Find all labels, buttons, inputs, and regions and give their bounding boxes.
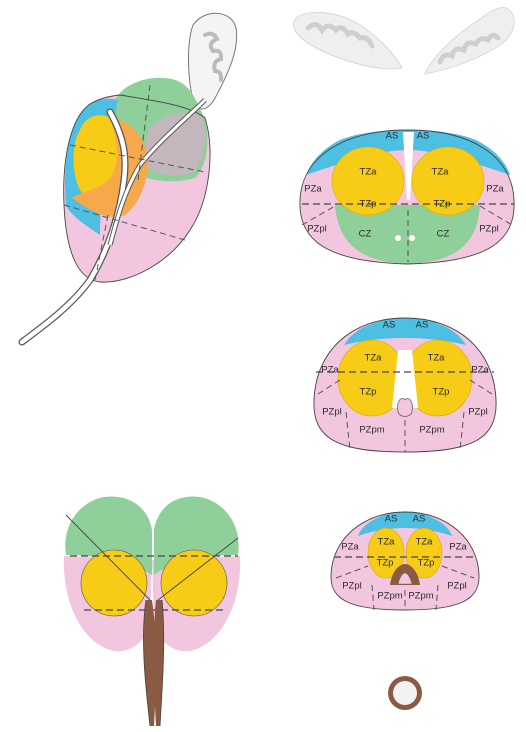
base-anterior-stroma (306, 130, 510, 175)
apex-peripheral-zone (330, 512, 480, 610)
mid-label-pzpl-right: PZpl (468, 407, 488, 418)
apex-dash-left (335, 565, 369, 579)
apex-label-tza-left: TZa (378, 537, 396, 548)
base-tz-right (411, 146, 485, 216)
mid-label-pzpm-left: PZpm (359, 425, 384, 436)
base-dash-left (301, 205, 336, 226)
base-label-pzpl-right: PZpl (479, 224, 499, 235)
sagittal-dash-2 (63, 204, 186, 241)
base-label-tzp-left: TZp (360, 199, 377, 210)
mid-label-tzp-left: TZp (360, 387, 377, 398)
seminal-vesicle-right-coils (437, 32, 501, 65)
apex-label-pza-right: PZa (449, 542, 467, 553)
base-label-pza-left: PZa (304, 184, 322, 195)
mid-verumontanum (397, 398, 413, 417)
apex-label-tzp-right: TZp (418, 558, 435, 569)
seminal-vesicle-coils (203, 31, 224, 82)
sagittal-dash-4 (94, 214, 109, 281)
seminal-vesicle-left-coils (305, 22, 375, 49)
apex-label-pzpl-right: PZpl (447, 581, 467, 592)
mid-label-as-left: AS (383, 320, 396, 331)
apex-label-tza-right: TZa (416, 537, 434, 548)
base-duct-left (395, 235, 401, 241)
apex-tz-right (405, 527, 443, 579)
apex-tz-left (367, 527, 405, 579)
coronal-duct-edges (143, 599, 165, 727)
base-label-tzp-right: TZp (434, 199, 451, 210)
apex-dash-pm-left (371, 584, 375, 611)
mid-dash-right (469, 379, 493, 395)
sagittal-outline (63, 94, 211, 283)
base-label-tza-left: TZa (360, 167, 378, 178)
base-label-cz-right: CZ (437, 229, 450, 240)
urethra-ring-inner (393, 681, 417, 705)
mid-dash-pm-left (345, 411, 351, 451)
mid-label-pza-left: PZa (321, 365, 339, 376)
mid-label-tza-left: TZa (365, 353, 383, 364)
base-duct-right (409, 235, 415, 241)
coronal-right-duct (153, 600, 164, 726)
mid-label-tzp-right: TZp (433, 387, 450, 398)
coronal-right-diagonal (157, 537, 239, 601)
seminal-vesicles-axial (293, 6, 515, 75)
base-dash-right (479, 205, 513, 226)
sagittal-dash-3 (137, 84, 151, 181)
mid-label-pza-right: PZa (471, 365, 489, 376)
mid-label-pzpm-right: PZpm (419, 425, 444, 436)
apex-label-pzpm-left: PZpm (377, 591, 402, 602)
coronal-right-tz (160, 549, 228, 617)
mid-central-gap (392, 350, 418, 408)
apex-label-pzpm-right: PZpm (408, 591, 433, 602)
apex-label-tzp-left: TZp (377, 558, 394, 569)
mid-dash-pm-right (459, 411, 465, 451)
axial-section-mid: AS AS TZa TZa TZp TZp PZa PZa PZpl PZpl … (313, 317, 497, 453)
base-anterior-cleft (403, 132, 414, 200)
sagittal-view (18, 12, 238, 346)
base-outline (299, 129, 515, 265)
apex-label-as-left: AS (385, 514, 398, 525)
sagittal-dash-1 (69, 144, 206, 173)
mid-dash-left (317, 379, 341, 395)
mid-label-pzpl-left: PZpl (322, 407, 342, 418)
apex-label-pza-left: PZa (341, 542, 359, 553)
sagittal-transition-zone (73, 115, 123, 199)
axial-section-apex: AS AS TZa TZa TZp TZp PZa PZa PZpl PZpl … (330, 511, 480, 611)
base-label-tza-right: TZa (432, 167, 450, 178)
coronal-left-diagonal (65, 514, 151, 601)
apex-dash-pm-right (435, 584, 439, 611)
base-tz-left (331, 146, 405, 216)
base-label-as-left: AS (386, 131, 399, 142)
apex-dash-right (441, 565, 475, 579)
mid-label-tza-right: TZa (428, 353, 446, 364)
base-label-pzpl-left: PZpl (307, 224, 327, 235)
coronal-view (63, 496, 241, 727)
seminal-vesicle-sagittal (187, 12, 238, 110)
coronal-left-tz (80, 549, 148, 617)
mid-label-as-right: AS (416, 320, 429, 331)
base-label-pza-right: PZa (486, 184, 504, 195)
apex-urethra (397, 572, 413, 585)
apex-label-pzpl-left: PZpl (342, 581, 362, 592)
base-label-cz-left: CZ (359, 229, 372, 240)
coronal-left-duct (143, 600, 156, 726)
base-label-as-right: AS (417, 131, 430, 142)
sagittal-grey-overlap (145, 112, 206, 176)
apex-outline (330, 511, 480, 611)
axial-section-base: AS AS TZa TZa TZp TZp PZa PZa PZpl PZpl … (299, 129, 515, 265)
seminal-vesicle-left (293, 11, 403, 70)
apex-label-as-right: AS (413, 514, 426, 525)
mid-anterior-stroma (344, 318, 466, 345)
urethra-cross-section (388, 676, 422, 710)
